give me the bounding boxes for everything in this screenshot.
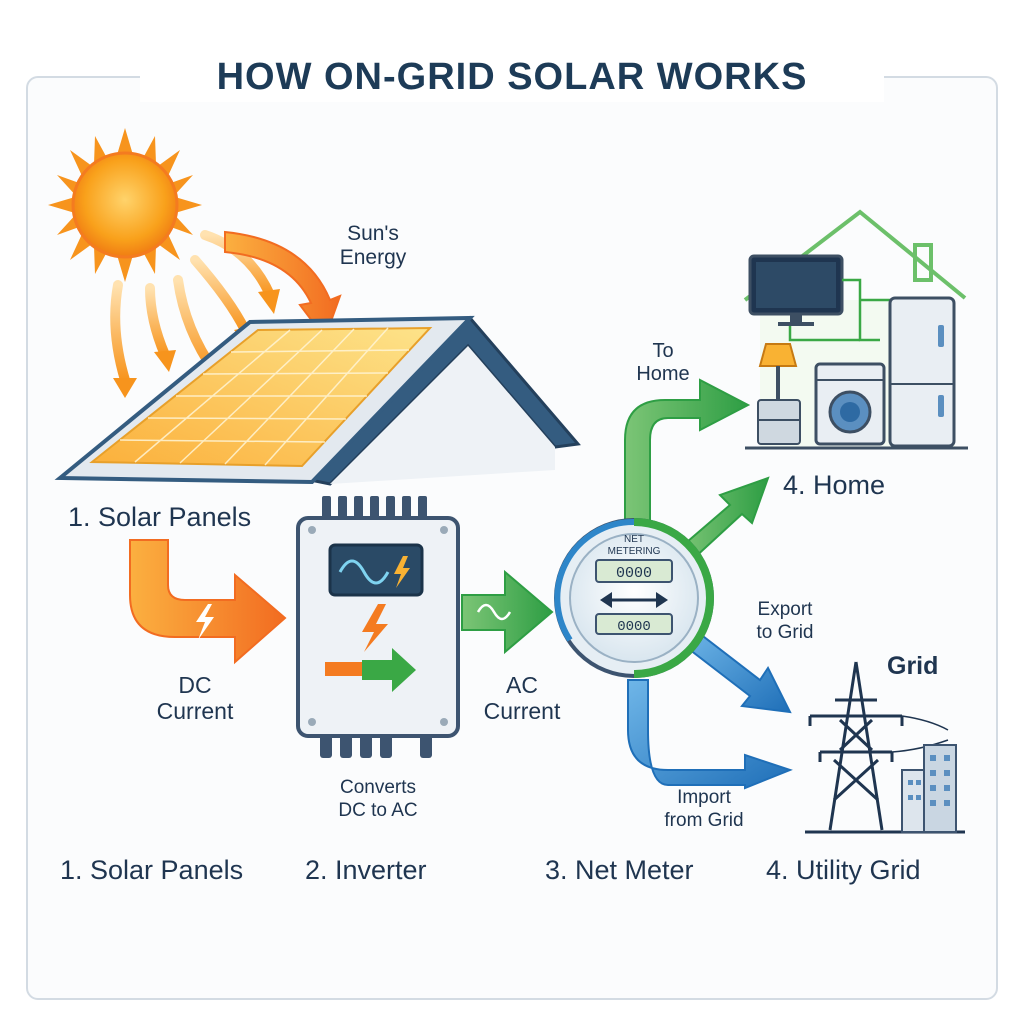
suns-energy-label: Sun's Energy — [339, 222, 407, 269]
import-from-grid-arrow — [627, 679, 793, 790]
sun-rays — [110, 230, 275, 385]
step-solar-panels: 1. Solar Panels — [60, 855, 244, 885]
lightning-icon — [362, 604, 388, 652]
export-label: Export to Grid — [756, 599, 814, 643]
transmission-tower-icon — [805, 661, 965, 834]
dc-current-arrow — [129, 539, 287, 665]
sine-wave-icon — [338, 559, 390, 585]
export-to-grid-arrow — [683, 628, 792, 714]
import-label: Import from Grid — [664, 787, 744, 831]
home-label: 4. Home — [783, 470, 886, 500]
lamp-icon — [757, 343, 801, 445]
lightning-icon — [196, 604, 214, 640]
meter-label: NET — [624, 534, 644, 545]
solar-panel-icon — [54, 315, 475, 485]
converts-label: Converts DC to AC — [338, 777, 418, 821]
step-utility-grid: 4. Utility Grid — [766, 855, 921, 885]
solar-panels-label: 1. Solar Panels — [68, 502, 252, 532]
to-home-arrow — [624, 378, 751, 541]
meter-label-2: METERING — [608, 546, 661, 557]
tv-icon — [748, 254, 844, 326]
building-icon — [901, 744, 957, 833]
inverter-icon — [296, 496, 460, 758]
step-inverter: 2. Inverter — [305, 855, 427, 885]
grid-label: Grid — [887, 652, 939, 680]
net-meter-icon — [554, 518, 714, 678]
sun-icon — [48, 128, 202, 282]
step-net-meter: 3. Net Meter — [545, 855, 694, 885]
meter-reading-top: 0000 — [616, 565, 652, 582]
ac-current-arrow — [461, 569, 554, 655]
page-title: HOW ON-GRID SOLAR WORKS — [140, 52, 884, 102]
to-home-label: To Home — [636, 340, 690, 385]
meter-reading-bottom: 0000 — [617, 619, 651, 635]
refrigerator-icon — [888, 296, 956, 448]
washing-machine-icon — [814, 362, 886, 446]
ac-current-label: AC Current — [483, 672, 561, 724]
dc-current-label: DC Current — [156, 672, 234, 724]
